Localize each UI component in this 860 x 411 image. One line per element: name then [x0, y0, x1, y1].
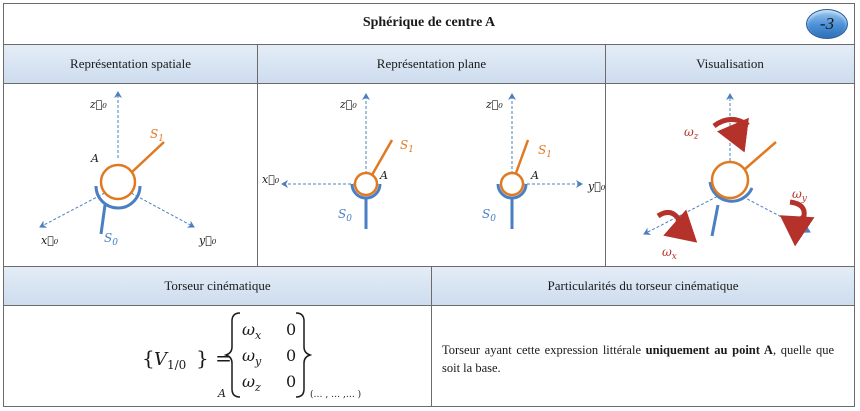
- rotation-z-arrow: [712, 117, 750, 153]
- figure-row: z⃗₀ x⃗₀ y⃗₀ A S1 S0 z⃗₀: [4, 84, 854, 267]
- spatial-figure: z⃗₀ x⃗₀ y⃗₀ A S1 S0: [4, 84, 258, 266]
- torseur-header-row: Torseur cinématique Particularités du to…: [4, 267, 854, 306]
- ball-rod: [131, 141, 165, 173]
- row-z-omega: ωz: [242, 372, 261, 394]
- title-bar: Sphérique de centre A -3: [4, 4, 854, 45]
- particularites-bold: uniquement au point A: [645, 343, 773, 357]
- plane1-s0-label: S0: [338, 207, 352, 224]
- rotation-y-arrow: [779, 199, 815, 247]
- omega-y-label: ωy: [792, 187, 808, 204]
- socket-arc: [94, 185, 142, 210]
- visual-ball-rod: [744, 141, 777, 170]
- plane2-ball: [499, 171, 525, 197]
- visual-socket-arc: [708, 181, 754, 203]
- plane-figure: z⃗₀ x⃗₀ A S1 S0 z⃗₀ y⃗₀ A S1 S0: [258, 84, 606, 266]
- plane1-socket-arc: [350, 183, 382, 200]
- figure-header-row: Représentation spatiale Représentation p…: [4, 45, 854, 84]
- header-particularites: Particularités du torseur cinématique: [547, 278, 739, 293]
- header-spatial: Représentation spatiale: [4, 45, 258, 83]
- omega-x-label: ωx: [662, 245, 677, 262]
- plane2-z0-label: z⃗₀: [485, 98, 503, 111]
- visual-socket-rod: [710, 204, 720, 237]
- base-subscript: (… , … ,… ): [310, 389, 361, 400]
- torseur-formula: { V1/0 } = ωx ωy ωz 0 0 0 A (… , … ,… ): [142, 312, 361, 400]
- row-x-omega: ωx: [242, 320, 262, 342]
- plane1-ball: [353, 171, 379, 197]
- plane2-s1-label: S1: [538, 143, 552, 160]
- plane2-ball-rod: [514, 139, 530, 174]
- visual-diagram: ωz ωy ωx: [643, 93, 815, 262]
- torseur-row: { V1/0 } = ωx ωy ωz 0 0 0 A (… , … ,… ) …: [4, 305, 854, 406]
- y0-label: y⃗₀: [198, 234, 217, 247]
- z0-label: z⃗₀: [89, 98, 107, 111]
- x0-label: x⃗₀: [41, 234, 59, 247]
- y-axis: [117, 185, 195, 228]
- row-z-v: 0: [286, 372, 296, 391]
- matrix-left-brace: [223, 312, 241, 398]
- visual-ball: [710, 160, 750, 200]
- kinematic-link-sheet: Sphérique de centre A -3 Représentation …: [3, 3, 855, 407]
- row-x-v: 0: [286, 320, 296, 339]
- row-y-omega: ωy: [242, 346, 262, 368]
- plane2-s0-label: S0: [482, 207, 496, 224]
- plane-diagram: z⃗₀ x⃗₀ A S1 S0 z⃗₀ y⃗₀ A S1 S0: [262, 93, 605, 229]
- header-plane: Représentation plane: [258, 45, 606, 83]
- header-visual: Visualisation: [696, 56, 764, 71]
- ball: [99, 163, 137, 201]
- plane2-a-label: A: [530, 169, 539, 182]
- visual-figure: ωz ωy ωx: [606, 84, 854, 266]
- plane1-ball-rod: [370, 139, 394, 176]
- socket-rod: [99, 204, 107, 235]
- point-a-label: A: [90, 152, 99, 165]
- omega-z-label: ωz: [684, 125, 699, 142]
- plane1-a-label: A: [379, 169, 388, 182]
- header-torseur: Torseur cinématique: [4, 267, 432, 305]
- lhs-v: V1/0: [154, 349, 186, 372]
- plane2-y0-label: y⃗₀: [587, 180, 605, 193]
- plane1-x0-label: x⃗₀: [262, 173, 280, 186]
- point-a-subscript: A: [217, 387, 226, 400]
- s0-label: S0: [104, 231, 118, 248]
- sheet-title: Sphérique de centre A: [362, 15, 496, 30]
- lhs-open-brace: {: [142, 346, 155, 370]
- sheet-number-badge: -3: [806, 9, 848, 39]
- lhs-close-equals: } =: [196, 346, 232, 370]
- torseur-cell: { V1/0 } = ωx ωy ωz 0 0 0 A (… , … ,… ): [4, 305, 432, 406]
- matrix-right-brace: [295, 312, 313, 398]
- particularites-cell: Torseur ayant cette expression littérale…: [432, 305, 854, 406]
- plane1-z0-label: z⃗₀: [339, 98, 357, 111]
- particularites-text: Torseur ayant cette expression littérale…: [442, 343, 835, 375]
- row-y-v: 0: [286, 346, 296, 365]
- plane1-s1-label: S1: [400, 138, 414, 155]
- rotation-x-arrow: [656, 209, 698, 243]
- spatial-diagram: z⃗₀ x⃗₀ y⃗₀ A S1 S0: [39, 91, 217, 248]
- s1-label: S1: [150, 127, 164, 144]
- plane2-socket-arc: [496, 183, 528, 200]
